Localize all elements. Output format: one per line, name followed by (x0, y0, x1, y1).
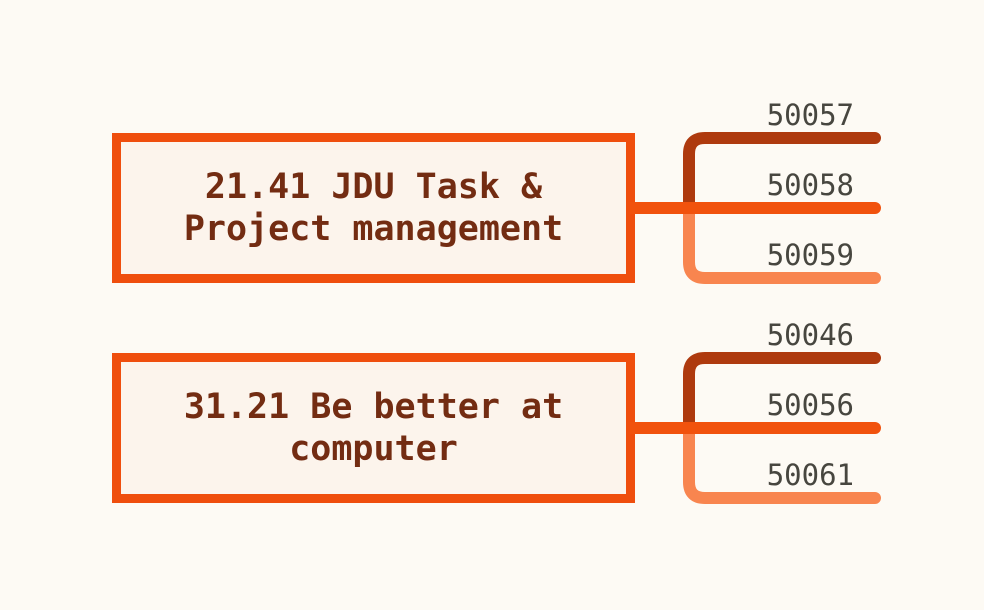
branch-label[interactable]: 50046 (766, 318, 854, 352)
branch-connector (630, 132, 881, 284)
branch-line-bottom (683, 422, 881, 504)
branch-line-top (683, 352, 881, 434)
branch-label[interactable]: 50061 (766, 458, 854, 492)
branch-line-bottom (683, 202, 881, 284)
branch-label[interactable]: 50059 (766, 238, 854, 272)
mindmap-node-better-computer[interactable]: 31.21 Be better at computer (112, 353, 635, 503)
node-title: 21.41 JDU Task & Project management (183, 167, 564, 249)
branch-line-top (683, 132, 881, 214)
branch-label[interactable]: 50056 (766, 388, 854, 422)
branch-label[interactable]: 50058 (766, 168, 854, 202)
node-title: 31.21 Be better at computer (183, 387, 564, 469)
branch-label[interactable]: 50057 (766, 98, 854, 132)
mindmap-node-task-project[interactable]: 21.41 JDU Task & Project management (112, 133, 635, 283)
branch-connector (630, 352, 881, 504)
